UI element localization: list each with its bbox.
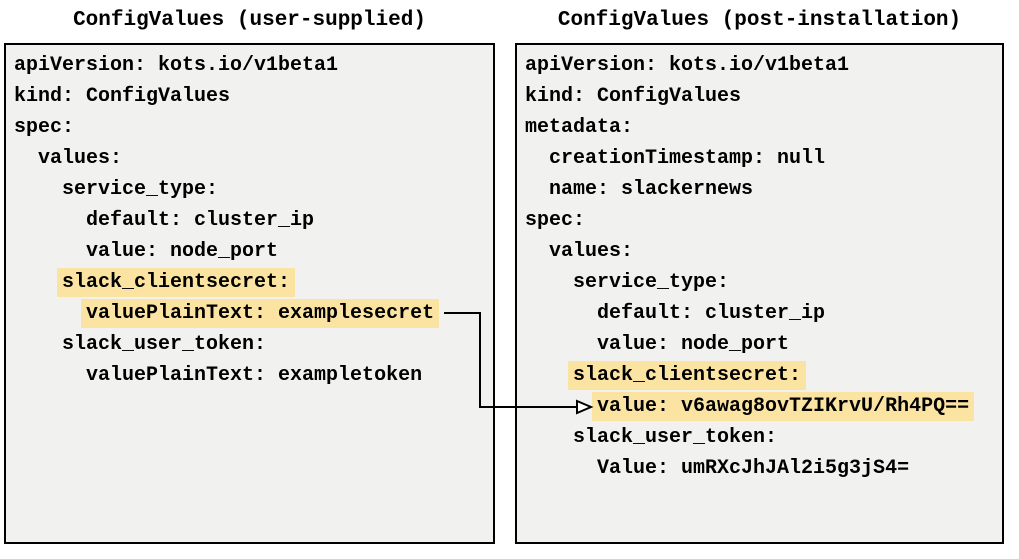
code-line: default: cluster_ip (14, 205, 493, 236)
code-line: service_type: (525, 267, 1002, 298)
code-line: values: (525, 236, 1002, 267)
post-installation-panel-title: ConfigValues (post-installation) (557, 9, 962, 32)
code-line: value: node_port (14, 236, 493, 267)
code-text-highlighted: valuePlainText: examplesecret (81, 299, 440, 328)
code-indent (525, 395, 597, 418)
code-text: name: slackernews (549, 178, 754, 201)
post-installation-code-box: apiVersion: kots.io/v1beta1 kind: ConfigV… (515, 43, 1004, 544)
code-line: values: (14, 143, 493, 174)
code-line: creationTimestamp: null (525, 143, 1002, 174)
code-line: name: slackernews (525, 174, 1002, 205)
code-indent (14, 147, 38, 170)
code-text: apiVersion: kots.io/v1beta1 (14, 54, 339, 77)
code-text: values: (38, 147, 123, 170)
code-indent (14, 240, 86, 263)
code-indent (14, 364, 86, 387)
code-line: apiVersion: kots.io/v1beta1 (525, 50, 1002, 81)
code-indent (525, 457, 597, 480)
code-indent (525, 364, 573, 387)
code-text: service_type: (62, 178, 219, 201)
code-line: slack_user_token: (14, 329, 493, 360)
code-text: spec: (14, 116, 75, 139)
code-line: Value: umRXcJhJAl2i5g3jS4= (525, 453, 1002, 484)
code-text: spec: (525, 209, 586, 232)
code-indent (14, 209, 86, 232)
code-line: valuePlainText: examplesecret (14, 298, 493, 329)
user-supplied-panel-title: ConfigValues (user-supplied) (73, 9, 426, 32)
code-text: Value: umRXcJhJAl2i5g3jS4= (597, 457, 910, 480)
code-line: slack_clientsecret: (14, 267, 493, 298)
user-supplied-code-box: apiVersion: kots.io/v1beta1 kind: ConfigV… (4, 43, 495, 544)
code-line: spec: (525, 205, 1002, 236)
code-text: default: cluster_ip (86, 209, 315, 232)
code-indent (14, 271, 62, 294)
code-indent (14, 302, 86, 325)
code-line: apiVersion: kots.io/v1beta1 (14, 50, 493, 81)
code-line: service_type: (14, 174, 493, 205)
post-installation-config-panel: ConfigValues (post-installation) apiVers… (515, 8, 1004, 544)
code-line: slack_clientsecret: (525, 360, 1002, 391)
code-line: slack_user_token: (525, 422, 1002, 453)
code-indent (14, 178, 62, 201)
code-indent (525, 302, 597, 325)
code-line: value: v6awag8ovTZIKrvU/Rh4PQ== (525, 391, 1002, 422)
code-text: creationTimestamp: null (549, 147, 826, 170)
code-text: value: node_port (86, 240, 279, 263)
code-line: kind: ConfigValues (14, 81, 493, 112)
code-text: apiVersion: kots.io/v1beta1 (525, 54, 850, 77)
code-text: slack_user_token: (573, 426, 778, 449)
code-text: slack_user_token: (62, 333, 267, 356)
code-line: spec: (14, 112, 493, 143)
code-text: kind: ConfigValues (14, 85, 231, 108)
code-text: metadata: (525, 116, 634, 139)
code-text-highlighted: slack_clientsecret: (568, 361, 807, 390)
code-indent (525, 178, 549, 201)
code-text-highlighted: slack_clientsecret: (57, 268, 296, 297)
code-text: kind: ConfigValues (525, 85, 742, 108)
code-indent (525, 271, 573, 294)
code-text: value: node_port (597, 333, 790, 356)
code-line: valuePlainText: exampletoken (14, 360, 493, 391)
code-indent (525, 147, 549, 170)
code-text: values: (549, 240, 634, 263)
code-text: valuePlainText: exampletoken (86, 364, 423, 387)
code-indent (14, 333, 62, 356)
code-line: metadata: (525, 112, 1002, 143)
code-text-highlighted: value: v6awag8ovTZIKrvU/Rh4PQ== (592, 392, 975, 421)
code-indent (525, 240, 549, 263)
user-supplied-config-panel: ConfigValues (user-supplied) apiVersion:… (4, 8, 495, 544)
code-indent (525, 426, 573, 449)
code-line: kind: ConfigValues (525, 81, 1002, 112)
code-text: service_type: (573, 271, 730, 294)
code-line: value: node_port (525, 329, 1002, 360)
code-text: default: cluster_ip (597, 302, 826, 325)
code-indent (525, 333, 597, 356)
code-line: default: cluster_ip (525, 298, 1002, 329)
